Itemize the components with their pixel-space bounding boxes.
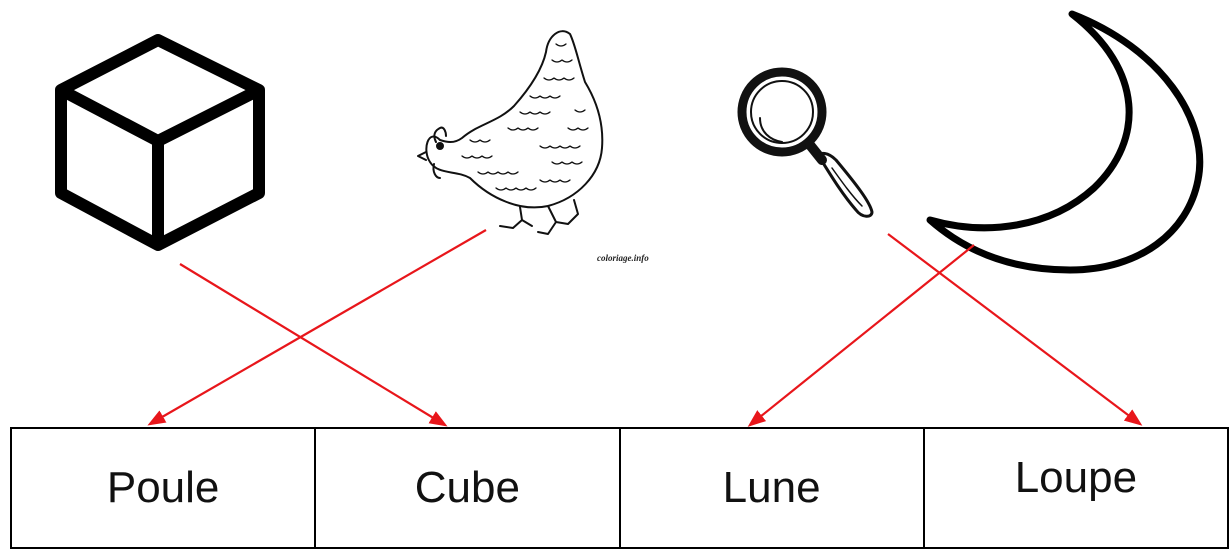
cube-icon (55, 34, 265, 251)
word-cell-poule: Poule (9, 427, 317, 549)
hen-icon (417, 30, 604, 235)
word-cell-lune: Lune (618, 427, 925, 549)
connector-arrows (147, 229, 1143, 427)
word-cell-loupe: Loupe (922, 427, 1230, 549)
word-table: Poule Cube Lune Loupe (9, 427, 1230, 549)
image-credit: coloriage.info (597, 253, 649, 263)
arrow-moon-to-lune (747, 244, 975, 427)
moon-icon (926, 10, 1204, 274)
word-cell-cube: Cube (314, 427, 621, 549)
magnifier-icon (737, 67, 874, 218)
arrow-hen-to-poule (147, 229, 487, 426)
arrow-magnifier-to-loupe (887, 233, 1143, 426)
arrow-cube-to-cube (179, 263, 448, 427)
